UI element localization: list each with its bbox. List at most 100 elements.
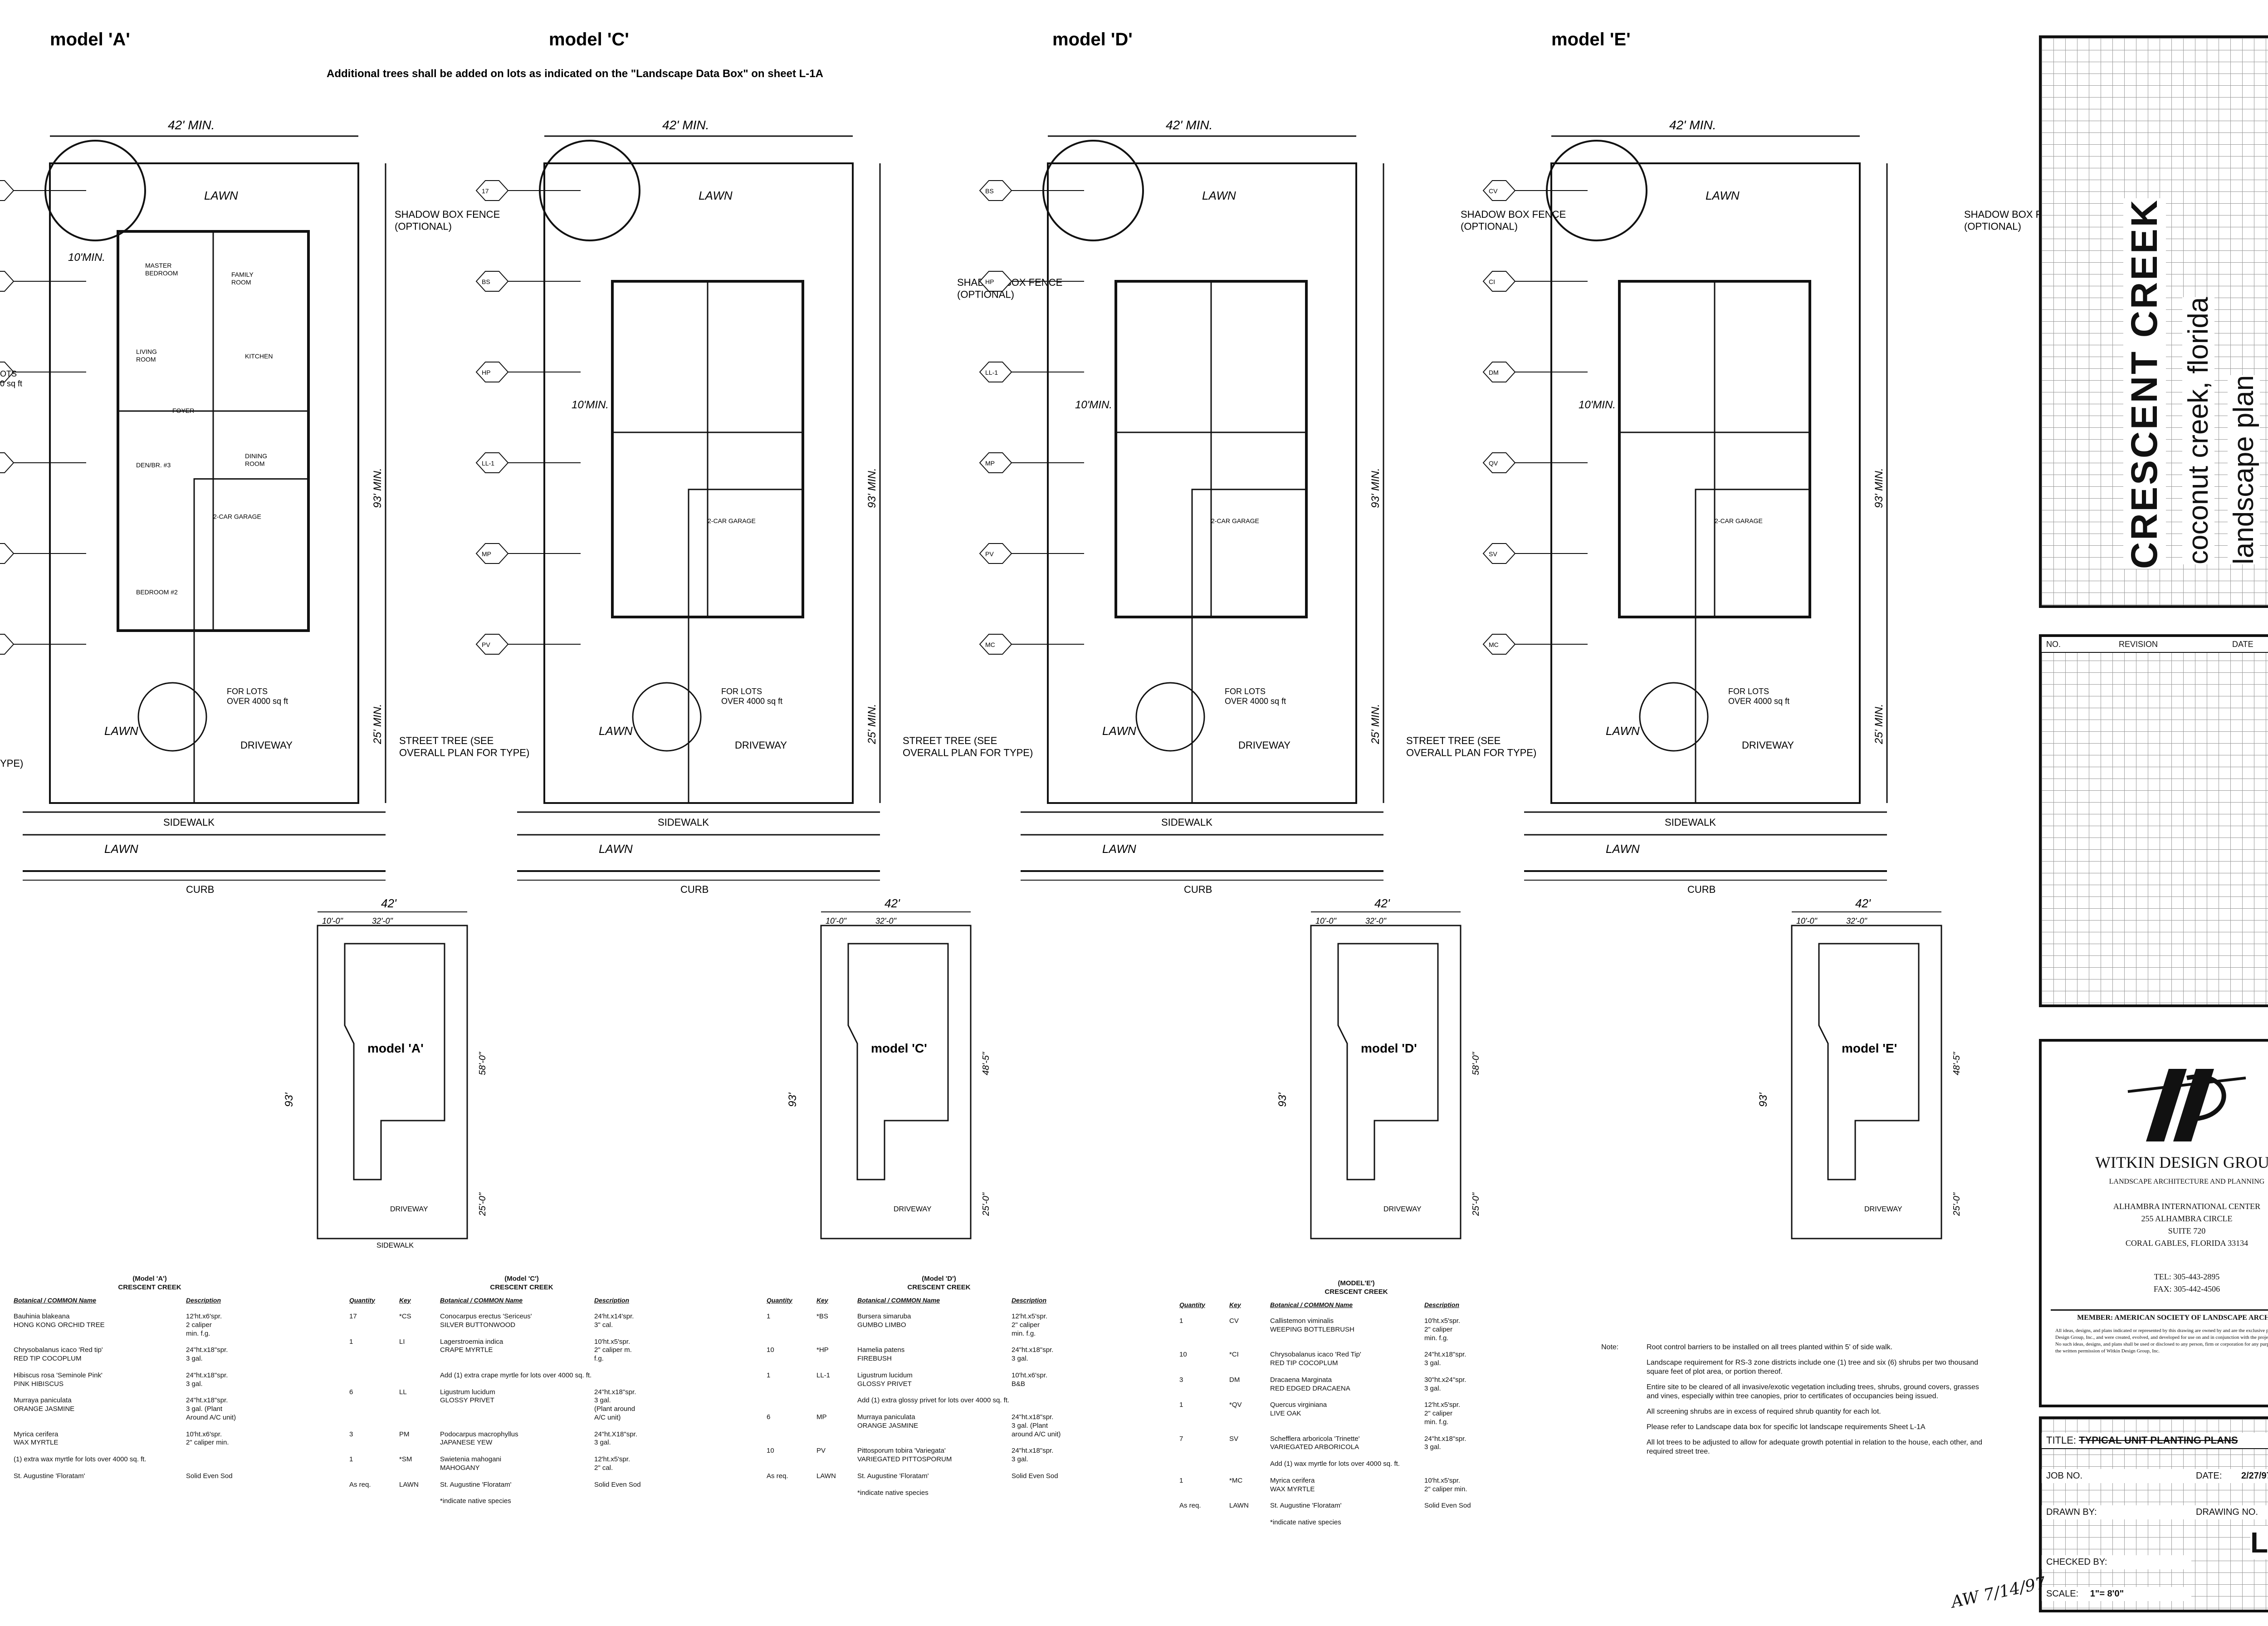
footprint-driveway: DRIVEWAY [390, 1205, 428, 1213]
schedule-header: Key [816, 1296, 828, 1304]
depth-dimension: 93' MIN. [1873, 468, 1885, 508]
footprint-depth: 32'-0" [875, 916, 897, 926]
footprint-diagram: 42'10'-0"32'-0"93'58'-0"25'-0"model 'D'D… [1276, 896, 1481, 1239]
firm-phone: TEL: 305-443-2895 FAX: 305-442-4506 [2153, 1272, 2220, 1293]
plant-key-marker [979, 271, 1012, 292]
plant-key-marker [1482, 362, 1516, 382]
plant-key-code: DM [1489, 369, 1499, 376]
schedule-cell [399, 1497, 440, 1506]
house-outline [1337, 943, 1439, 1180]
curb-label: CURB [1687, 884, 1716, 895]
plant-key-marker [979, 362, 1012, 382]
notes: Note: Root control barriers to be instal… [1601, 1343, 2019, 1456]
sidewalk-label: SIDEWALK [1665, 817, 1716, 828]
plant-key-marker [979, 180, 1012, 201]
schedule-cell: Conocarpus erectus 'Sericeus' SILVER BUT… [440, 1313, 532, 1329]
curb-label: CURB [186, 884, 214, 895]
sidewalk-label: SIDEWALK [163, 817, 215, 828]
side-setback-label: 10'MIN. [572, 399, 609, 411]
schedule-cell: LAWN [816, 1472, 836, 1480]
date-label: DATE: [2196, 1471, 2222, 1481]
plant-key-code: MC [985, 641, 995, 648]
schedule-header: Quantity [349, 1296, 375, 1304]
schedule-cell: St. Augustine 'Floratam' [1270, 1502, 1342, 1510]
schedule-cell: 10 [1179, 1351, 1187, 1359]
schedule-cell: CV [1229, 1317, 1239, 1325]
footprint-width: 42' [885, 896, 900, 910]
schedule-row: *indicate native species [767, 1489, 1111, 1498]
model-e-title: model 'E' [1551, 29, 1631, 49]
drawing-info-panel: TITLE: TYPICAL UNIT PLANTING PLANS JOB N… [2039, 1416, 2268, 1612]
schedule-cell: Dracaena Marginata RED EDGED DRACAENA [1270, 1376, 1350, 1392]
schedule-cell: Pittosporum tobira 'Variegata' VARIEGATE… [857, 1447, 952, 1463]
tree-canopy [137, 682, 207, 752]
schedule-cell: Quercus virginiana LIVE OAK [1270, 1401, 1327, 1417]
schedule-cell: 10'ht.x6'spr. B&B [1012, 1371, 1048, 1388]
schedule-header: Description [594, 1296, 630, 1304]
plant-key-marker [0, 362, 15, 382]
lot-width-dimension: 42' MIN. [168, 118, 215, 132]
front-setback-dimension: 25' MIN. [1873, 704, 1885, 744]
schedule-caption: (MODEL'E') CRESCENT CREEK [1325, 1279, 1388, 1296]
schedule-header: Quantity [1179, 1301, 1205, 1308]
footprint-depth: 32'-0" [1365, 916, 1387, 926]
schedule-cell [349, 1497, 399, 1506]
plant-key-marker [979, 452, 1012, 473]
garage-label: 2-CAR GARAGE [708, 517, 756, 524]
plant-key-marker [1482, 543, 1516, 564]
schedule-cell: 1 [349, 1455, 353, 1463]
note-item: Landscape requirement for RS-3 zone dist… [1647, 1359, 1979, 1376]
depth-dimension: 93' MIN. [866, 468, 878, 508]
plant-key-code: LL-1 [985, 369, 998, 376]
schedule-cell: *indicate native species [1270, 1518, 1341, 1526]
garage [1191, 489, 1307, 618]
lawn-label: LAWN [1102, 724, 1136, 738]
front-setback-dimension: 25' MIN. [866, 704, 878, 744]
lawn-label: LAWN [204, 189, 238, 202]
model-d-title: model 'D' [1052, 29, 1133, 49]
schedule-cell: Ligustrum lucidum GLOSSY PRIVET [440, 1388, 495, 1405]
plant-key-code: PV [985, 550, 994, 558]
schedule-cell: LI [399, 1337, 405, 1346]
schedule-cell: 24"ht.x18"spr. 3 gal. (Plant around A/C … [594, 1388, 636, 1421]
driveway-label: DRIVEWAY [1238, 740, 1290, 751]
shadow-box-fence-label: SHADOW BOX FENCE(OPTIONAL) [395, 209, 500, 232]
footprint-lot-depth: 93' [283, 1092, 295, 1107]
schedule-cell [1424, 1518, 1515, 1527]
schedule-cell: 24"ht.x18"spr. 3 gal. [1012, 1346, 1054, 1362]
lot-boundary [543, 162, 854, 804]
footprint-front-setback: 25'-0" [981, 1192, 991, 1216]
schedule-cell: Ligustrum lucidum GLOSSY PRIVET [857, 1371, 913, 1388]
plant-key-code: SV [1489, 550, 1497, 558]
lawn-label: LAWN [1102, 842, 1136, 856]
footprint-lot-depth: 93' [1276, 1092, 1289, 1107]
shadow-box-fence-label: SHADOW BOX FENCE(OPTIONAL) [1461, 209, 1566, 232]
schedule-cell [1229, 1518, 1270, 1527]
schedule-cell: Hibiscus rosa 'Seminole Pink' PINK HIBIS… [14, 1371, 103, 1388]
plant-key-code: MC [1489, 641, 1499, 648]
schedule-caption: (Model 'A') CRESCENT CREEK [118, 1275, 181, 1291]
tree-canopy [632, 682, 702, 752]
footprint-depth: 32'-0" [1846, 916, 1867, 926]
footprint-model-label: model 'D' [1361, 1041, 1417, 1055]
lot-width-dimension: 42' MIN. [662, 118, 709, 132]
curb-label: CURB [680, 884, 709, 895]
project-title-panel: CRESCENT CREEK coconut creek, florida la… [2039, 35, 2268, 608]
room-label: KITCHEN [245, 353, 273, 360]
room-label: DEN/BR. #3 [136, 461, 171, 469]
schedule-cell: LL [399, 1388, 407, 1396]
drawn-by-label: DRAWN BY: [2046, 1507, 2097, 1517]
plant-key-code: LL-1 [482, 460, 494, 467]
plan-type: landscape plan [2228, 375, 2260, 564]
